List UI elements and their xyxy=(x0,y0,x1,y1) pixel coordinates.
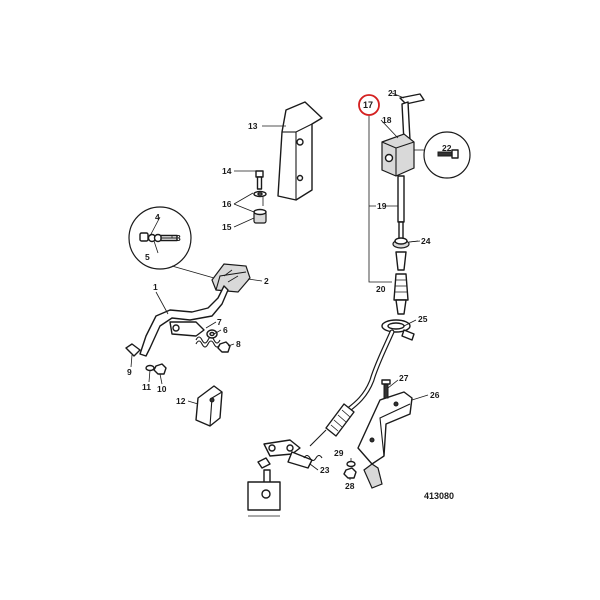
part-21-lever xyxy=(399,93,425,143)
part-8-nut xyxy=(217,341,231,353)
leader-lines xyxy=(130,92,429,480)
part-18-housing xyxy=(381,133,415,177)
part-28-nut xyxy=(343,467,357,479)
part-13-bracket xyxy=(277,101,323,201)
part-9-pin xyxy=(125,343,141,357)
callout-16: 16 xyxy=(222,199,232,209)
callout-29: 29 xyxy=(334,448,344,458)
part-12-bracket xyxy=(195,385,223,427)
callout-14: 14 xyxy=(222,166,232,176)
callout-13: 13 xyxy=(248,121,258,131)
part-19-cable-upper xyxy=(397,175,405,241)
callout-20: 20 xyxy=(376,284,386,294)
callout-4: 4 xyxy=(155,212,160,222)
callout-18: 18 xyxy=(382,115,392,125)
callout-19: 19 xyxy=(377,201,387,211)
callout-17: 17 xyxy=(363,100,373,110)
callout-3: 3 xyxy=(176,233,181,243)
reference-number: 413080 xyxy=(424,491,454,501)
detail-circle-fasteners xyxy=(128,206,215,279)
part-20-cable-boot xyxy=(393,251,409,315)
detail-circle-screw xyxy=(414,131,471,179)
callout-28: 28 xyxy=(345,481,355,491)
highlight-ring-17 xyxy=(358,94,380,116)
callout-8: 8 xyxy=(236,339,241,349)
part-14-bolt xyxy=(255,170,264,190)
part-24-cable-nut xyxy=(392,237,419,249)
part-26-bracket xyxy=(357,391,413,489)
callout-11: 11 xyxy=(142,382,151,392)
callout-labels: 1 2 3 4 5 6 7 8 9 10 11 12 13 14 15 16 1… xyxy=(127,88,454,501)
callout-7: 7 xyxy=(217,317,222,327)
part-29-washer xyxy=(346,460,356,468)
callout-9: 9 xyxy=(127,367,132,377)
part-27-screw xyxy=(381,379,391,399)
part-7-spring xyxy=(195,336,221,348)
part-25-clamp xyxy=(381,319,415,341)
callout-27: 27 xyxy=(399,373,409,383)
callout-6: 6 xyxy=(223,325,228,335)
callout-24: 24 xyxy=(421,236,431,246)
part-16-washer xyxy=(253,190,267,198)
callout-22: 22 xyxy=(442,143,452,153)
part-11-washer xyxy=(145,364,155,372)
throttle-cable xyxy=(345,329,395,413)
part-10-nut xyxy=(153,363,167,375)
callout-5: 5 xyxy=(145,252,150,262)
callout-21: 21 xyxy=(388,88,398,98)
callout-1: 1 xyxy=(153,282,158,292)
part-6-bushing xyxy=(206,329,218,339)
callout-26: 26 xyxy=(430,390,440,400)
callout-23: 23 xyxy=(320,465,330,475)
part-23-linkage xyxy=(247,439,323,517)
callout-2: 2 xyxy=(264,276,269,286)
callout-12: 12 xyxy=(176,396,186,406)
callout-25: 25 xyxy=(418,314,428,324)
part-2-pedal-pad xyxy=(211,263,251,293)
part-1-pedal-arm xyxy=(139,285,229,357)
callout-15: 15 xyxy=(222,222,232,232)
cable-lower-boot xyxy=(309,403,355,447)
callout-10: 10 xyxy=(157,384,167,394)
part-15-bushing xyxy=(253,208,267,224)
